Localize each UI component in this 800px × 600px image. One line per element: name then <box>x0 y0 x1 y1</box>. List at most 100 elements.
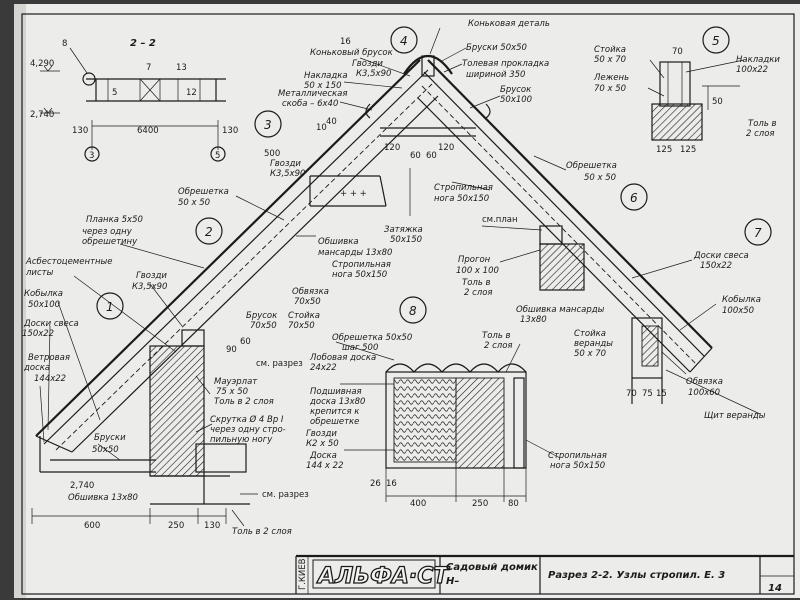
label-nails-8-size: К2 х 50 <box>306 439 339 449</box>
paper <box>14 4 800 598</box>
label-metal-bracket-size: скоба – 6х40 <box>282 99 338 109</box>
dim-125b: 125 <box>680 145 696 155</box>
label-post-5-size: 50 х 70 <box>594 55 626 65</box>
label-strap: Обвязка <box>292 287 329 297</box>
label-sheath-7: Обшивка мансарды <box>516 305 605 315</box>
label-bars-16: Бруски <box>94 433 126 443</box>
label-rafter-8: Стропильная <box>548 451 607 461</box>
label-board-8-size: 144 х 22 <box>306 461 343 471</box>
label-sub-board2: доска 13х80 <box>309 397 365 407</box>
label-shield: Щит веранды <box>704 411 766 421</box>
label-mauerlat-size: 75 х 50 <box>216 387 248 397</box>
label-lath-8: Обрешетка 50х50 <box>332 333 412 343</box>
label-tie-3: Затяжка <box>384 225 423 235</box>
dim-60b: 60 <box>426 151 437 161</box>
label-overlay: Накладка <box>304 71 348 81</box>
label-plank-note1: через одну <box>82 227 133 237</box>
dim-130: 130 <box>204 521 220 531</box>
purlin-node <box>539 225 585 291</box>
plan-mark-13: 13 <box>176 63 187 73</box>
label-plank-note2: обрешетину <box>82 237 138 247</box>
label-post-5: Стойка <box>594 45 626 55</box>
label-asbestos: Асбестоцементные <box>25 257 112 267</box>
label-bracket-7: Кобылка <box>722 295 761 305</box>
label-mauerlat: Мауэрлат <box>214 377 258 387</box>
label-tar-8-layers: 2 слоя <box>484 341 513 351</box>
label-ridge-detail: Коньковая деталь <box>468 19 550 29</box>
label-asbestos2: листы <box>25 268 54 278</box>
label-bracket-7-size: 100х50 <box>722 306 754 316</box>
label-bracket-8-size: 50х100 <box>28 300 60 310</box>
label-tie-5: Лежень <box>593 73 629 83</box>
label-tie-5-size: 70 х 50 <box>594 84 626 94</box>
dim-80: 80 <box>508 499 519 509</box>
label-lath-22-size: 50 х 50 <box>178 198 210 208</box>
dim-400: 400 <box>410 499 426 509</box>
node-6: 6 <box>630 191 638 205</box>
label-bar-17: Брусок <box>500 85 532 95</box>
dim-26: 26 <box>370 479 381 489</box>
label-rafter-leg: Стропильная <box>434 183 493 193</box>
node-4: 4 <box>400 34 408 48</box>
label-lath-8-step: шаг 500 <box>342 343 378 353</box>
label-post: Стойка <box>288 311 320 321</box>
label-tar-2-layers: 2 слоя <box>464 288 493 298</box>
label-bars-50: Бруски 50х50 <box>466 43 527 53</box>
label-overlays-5: Накладки <box>736 55 780 65</box>
dim-70: 70 <box>672 47 683 57</box>
dim-500: 500 <box>264 149 280 159</box>
annotation-labels: Коньковая деталь Бруски 50х50 Толевая пр… <box>22 19 780 537</box>
label-tar-2: Толь в <box>462 278 491 288</box>
label-wind-board: Ветровая <box>28 353 70 363</box>
plan-mark-7: 7 <box>146 63 151 73</box>
dim-16: 16 <box>386 479 397 489</box>
label-post-ver-size: 50 х 70 <box>574 349 606 359</box>
plan-mark-12: 12 <box>186 88 197 98</box>
label-board-8: Доска <box>309 451 337 461</box>
plan-mark-8: 8 <box>62 39 67 49</box>
label-strap-size: 70х50 <box>294 297 321 307</box>
dim-120a: 120 <box>384 143 400 153</box>
tie-beam: + + + <box>309 168 411 216</box>
label-ridge-bar-no: 16 <box>340 37 351 47</box>
label-bracket-8: Кобылка <box>24 289 63 299</box>
label-sheathing-23: Обшивка <box>318 237 359 247</box>
label-tar-bottom: Толь в 2 слоя <box>232 527 292 537</box>
title-block: Г.КИЕВ АЛЬФА·СТ Садовый домик Н– Разрез … <box>295 554 794 594</box>
dim-250: 250 <box>168 521 184 531</box>
label-purlin: Прогон <box>458 255 491 265</box>
label-nails-1: Гвозди <box>136 271 167 281</box>
label-nails-k35: Гвозди <box>352 59 383 69</box>
dimension-values: 600 250 130 400 250 80 125 125 70 120 12… <box>70 47 723 531</box>
svg-text:+ + +: + + + <box>340 189 367 199</box>
label-eave-boards-size: 150х22 <box>22 329 54 339</box>
bottom-dimensions <box>31 508 227 524</box>
dim-2740: 2,740 <box>70 481 94 491</box>
plan-offset-left: 130 <box>72 126 88 136</box>
label-sub-board: Подшивная <box>310 387 362 397</box>
dim-50: 50 <box>712 97 723 107</box>
label-tar-8: Толь в <box>482 331 511 341</box>
label-cm-section-bottom: см. разрез <box>262 490 309 500</box>
label-bars-16-size: 50х50 <box>92 445 119 455</box>
project-title: Садовый домик <box>446 562 538 573</box>
label-wind-board2: доска <box>23 363 50 373</box>
post-node-5 <box>651 61 740 141</box>
dim-10: 10 <box>316 123 327 133</box>
label-bar-size: 70х50 <box>250 321 277 331</box>
label-wind-board-size: 144х22 <box>34 374 66 384</box>
label-twist: Скрутка Ø 4 Вр I <box>210 414 284 425</box>
label-post-ver: Стойка <box>574 329 606 339</box>
label-metal-bracket: Металлическая <box>278 89 348 99</box>
label-front-board: Лобовая доска <box>309 353 376 363</box>
label-lath-22: Обрешетка <box>178 187 229 197</box>
label-overlays-5-size: 100х22 <box>736 65 768 75</box>
node-2: 2 <box>205 225 213 239</box>
label-eave-7-size: 150х22 <box>700 261 732 271</box>
drawing-frame <box>21 13 795 595</box>
plan-span: 6400 <box>137 126 159 136</box>
label-cm-plan: см.план <box>482 215 518 225</box>
label-nails-1-size: К3,5х90 <box>132 282 167 292</box>
